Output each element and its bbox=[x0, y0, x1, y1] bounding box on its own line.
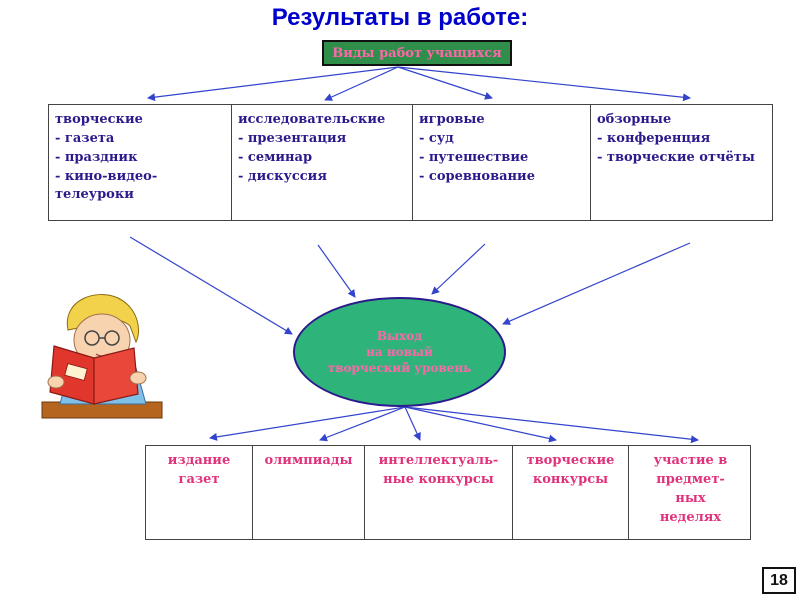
result-line: конкурсы bbox=[517, 471, 624, 490]
category-item: - путешествие bbox=[419, 149, 584, 168]
result-line: творческие bbox=[517, 452, 624, 471]
arrow-to-olympiads bbox=[320, 407, 405, 440]
arrow-to-creative bbox=[148, 67, 398, 98]
center-line: на новый bbox=[366, 344, 433, 360]
category-title: исследовательские bbox=[238, 111, 406, 130]
result-intellectual-contests: интеллектуаль- ные конкурсы bbox=[365, 446, 513, 539]
result-subject-weeks: участие в предмет- ных неделях bbox=[629, 446, 752, 539]
result-line: олимпиады bbox=[257, 452, 360, 471]
category-item: - праздник bbox=[55, 149, 225, 168]
category-item: - семинар bbox=[238, 149, 406, 168]
result-creative-contests: творческие конкурсы bbox=[513, 446, 629, 539]
category-item: - газета bbox=[55, 130, 225, 149]
work-types-box: Виды работ учащихся bbox=[322, 40, 512, 66]
category-item: - суд bbox=[419, 130, 584, 149]
arrow-to-newspaper bbox=[210, 407, 405, 438]
arrow-to-creative-contests bbox=[405, 407, 556, 440]
result-line: газет bbox=[150, 471, 248, 490]
result-line: участие в bbox=[633, 452, 748, 471]
result-line: интеллектуаль- bbox=[369, 452, 508, 471]
category-research: исследовательские - презентация - семина… bbox=[232, 105, 413, 220]
arrow-to-review bbox=[398, 67, 690, 98]
result-line: неделях bbox=[633, 509, 748, 528]
category-item: - презентация bbox=[238, 130, 406, 149]
category-item: - творческие отчёты bbox=[597, 149, 768, 168]
arrow-to-subject-weeks bbox=[405, 407, 698, 440]
category-title: обзорные bbox=[597, 111, 768, 130]
result-line: ных bbox=[633, 490, 748, 509]
center-line: творческий уровень bbox=[328, 360, 472, 376]
arrow-review-to-center bbox=[503, 243, 690, 324]
category-item: - конференция bbox=[597, 130, 768, 149]
category-item: - кино-видео- bbox=[55, 168, 225, 187]
center-oval: Выход на новый творческий уровень bbox=[293, 297, 506, 407]
results-table: издание газет олимпиады интеллектуаль- н… bbox=[145, 445, 751, 540]
result-line: издание bbox=[150, 452, 248, 471]
category-item: телеуроки bbox=[55, 186, 225, 205]
category-item: - дискуссия bbox=[238, 168, 406, 187]
category-title: творческие bbox=[55, 111, 225, 130]
arrow-game-to-center bbox=[432, 244, 485, 294]
center-line: Выход bbox=[377, 328, 422, 344]
result-line: ные конкурсы bbox=[369, 471, 508, 490]
category-title: игровые bbox=[419, 111, 584, 130]
arrow-to-intellectual bbox=[405, 407, 420, 440]
category-creative: творческие - газета - праздник - кино-ви… bbox=[49, 105, 232, 220]
arrow-research-to-center bbox=[318, 245, 355, 297]
result-newspaper: издание газет bbox=[146, 446, 253, 539]
category-review: обзорные - конференция - творческие отчё… bbox=[591, 105, 774, 220]
page-number: 18 bbox=[762, 567, 796, 594]
boy-reading-book-icon bbox=[40, 286, 164, 422]
category-game: игровые - суд - путешествие - соревнован… bbox=[413, 105, 591, 220]
work-types-table: творческие - газета - праздник - кино-ви… bbox=[48, 104, 773, 221]
result-olympiads: олимпиады bbox=[253, 446, 365, 539]
category-item: - соревнование bbox=[419, 168, 584, 187]
result-line: предмет- bbox=[633, 471, 748, 490]
